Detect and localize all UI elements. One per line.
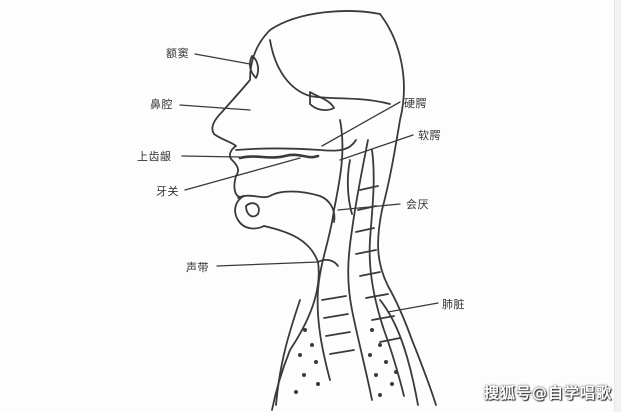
trachea-rings: [321, 295, 355, 355]
hard-palate-line: [235, 139, 357, 152]
label-lungs: 肺脏: [442, 298, 465, 311]
upper-teeth: [238, 153, 320, 160]
skull-base: [269, 39, 391, 105]
watermark: 搜狐号@自学唱歌: [484, 384, 613, 402]
label-nasal-cavity: 鼻腔: [150, 98, 173, 111]
lung-texture: [294, 328, 398, 397]
pharynx-back: [347, 139, 373, 401]
label-epiglottis: 会厌: [406, 198, 429, 211]
neck-back: [377, 13, 437, 406]
chin-lip: [234, 195, 265, 230]
face-profile: [211, 10, 381, 198]
epiglottis-shape: [346, 159, 353, 215]
label-vocal-cords: 声带: [186, 261, 209, 274]
label-frontal-sinus: 额窦: [166, 47, 189, 60]
edge-strip: [614, 0, 621, 412]
spine-front: [368, 149, 405, 397]
pharynx-front: [316, 119, 344, 381]
neck-front: [263, 225, 320, 411]
lung-right-outline: [379, 299, 419, 406]
sphenoid-shape: [309, 91, 335, 111]
vocal-fold: [317, 259, 339, 267]
label-upper-gum: 上齿龈: [137, 150, 172, 163]
lung-left-outline: [275, 299, 301, 406]
lower-teeth: [245, 202, 260, 218]
label-hard-palate: 硬腭: [404, 97, 427, 110]
label-soft-palate: 软腭: [418, 129, 441, 142]
frontal-sinus-shape: [249, 55, 259, 79]
vertebrae: [355, 185, 401, 343]
label-teeth: 牙关: [156, 185, 179, 198]
leader-lines: [179, 53, 439, 313]
tongue: [237, 190, 336, 223]
